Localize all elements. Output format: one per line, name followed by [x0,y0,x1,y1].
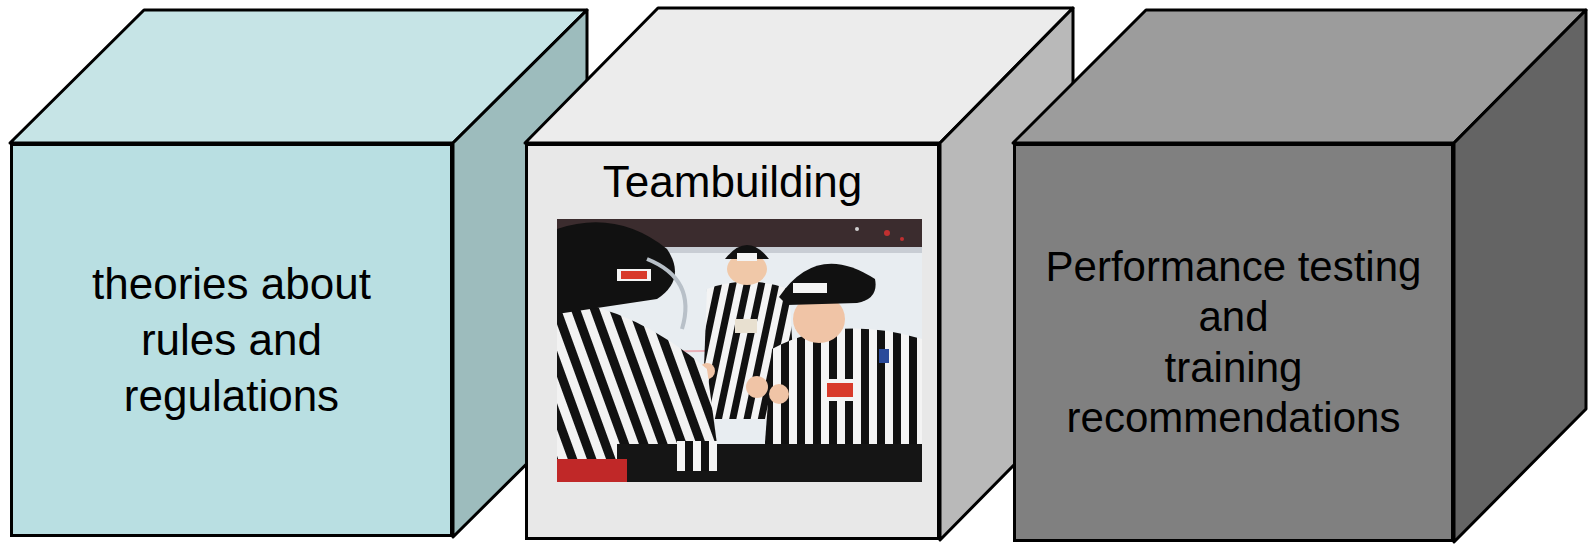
cube-label: Performance testing and training recomme… [1046,242,1422,444]
cube-front [10,143,453,537]
cube-label: theories about rules and regulations [92,256,371,424]
cube-side [1454,10,1586,542]
referee-photo [557,219,957,489]
cube-box: Teambuilding [525,143,940,540]
cube-front [1013,143,1454,542]
cube-heading: Teambuilding [603,156,862,209]
cube-box: theories about rules and regulations [10,143,453,537]
cube-box: Performance testing and training recomme… [1013,143,1454,542]
cube-front [525,143,940,540]
